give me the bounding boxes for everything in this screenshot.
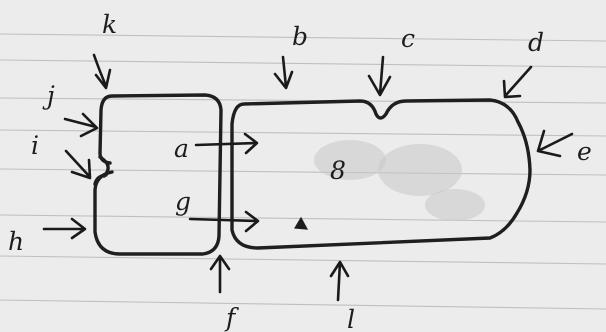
- label-center-mark: 8: [330, 156, 346, 185]
- arrow-h: [42, 217, 87, 240]
- arrow-c: [367, 55, 392, 97]
- arrow-d: [502, 65, 533, 99]
- label-l: l: [347, 305, 355, 332]
- label-j: j: [42, 81, 55, 110]
- label-b: b: [292, 22, 308, 51]
- arrow-l: [329, 260, 350, 302]
- label-i: i: [31, 131, 39, 160]
- label-f: f: [224, 303, 239, 332]
- arrow-b: [273, 55, 294, 90]
- arrow-j: [63, 112, 99, 138]
- arrow-a: [194, 132, 259, 155]
- label-k: k: [102, 10, 117, 39]
- label-a: a: [174, 134, 189, 163]
- erased-marks: [314, 140, 485, 221]
- arrow-e: [536, 129, 574, 158]
- label-g: g: [175, 187, 191, 216]
- triangle-mark: [293, 216, 309, 230]
- arrow-f: [209, 254, 231, 294]
- arrow-g: [188, 210, 260, 233]
- label-c: c: [401, 24, 415, 53]
- arrow-i: [64, 149, 92, 180]
- arrow-k: [92, 53, 112, 90]
- left-outline: [93, 93, 223, 256]
- label-d: d: [528, 28, 544, 57]
- label-h: h: [8, 227, 24, 256]
- label-e: e: [577, 137, 592, 166]
- left-notch: [93, 155, 110, 186]
- right-outline: [230, 98, 532, 250]
- arrows: [42, 53, 574, 302]
